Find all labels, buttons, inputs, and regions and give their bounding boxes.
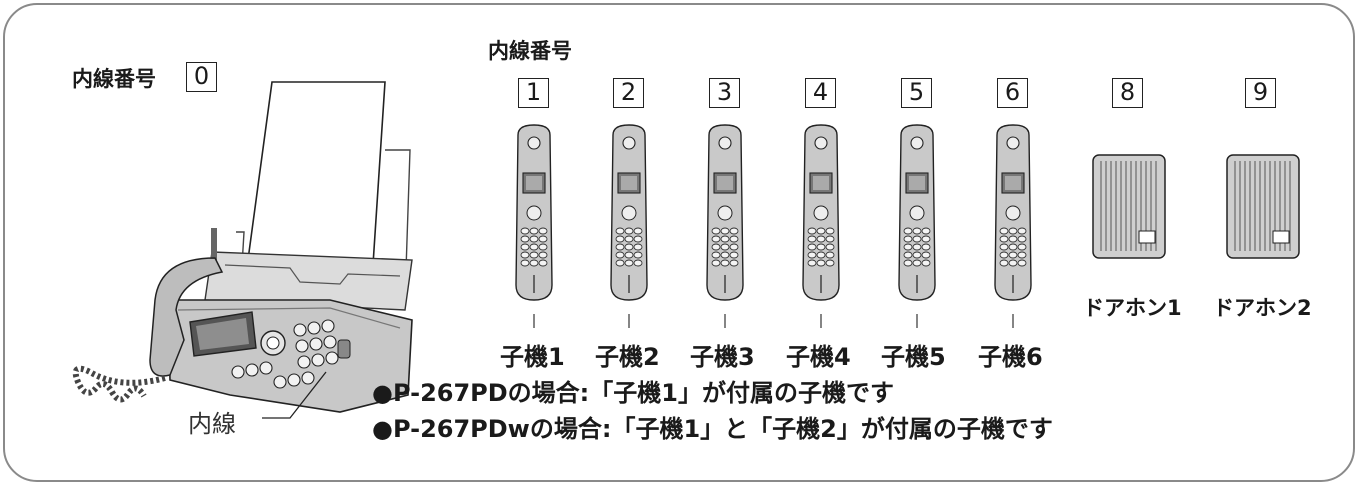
doorphone-label: ドアホン2 <box>1213 296 1312 320</box>
handset-number: 5 <box>901 78 932 108</box>
base-extension-label: 内線番号 <box>72 67 156 91</box>
handset-number: 4 <box>805 78 836 108</box>
handset-number: 3 <box>709 78 740 108</box>
handset-label: 子機6 <box>978 343 1043 371</box>
doorphone-number: 9 <box>1245 78 1276 108</box>
note-line: ●P-267PDの場合:「子機1」が付属の子機です <box>372 379 894 407</box>
extension-header: 内線番号 <box>488 39 572 63</box>
base-extension-number: 0 <box>186 62 217 92</box>
handset-number: 1 <box>518 78 549 108</box>
handset-number: 6 <box>997 78 1028 108</box>
handset-label: 子機3 <box>690 343 755 371</box>
handset-label: 子機5 <box>881 343 946 371</box>
base-button-label: 内線 <box>188 410 236 438</box>
doorphone-label: ドアホン1 <box>1083 296 1182 320</box>
handset-label: 子機4 <box>786 343 851 371</box>
handset-number: 2 <box>613 78 644 108</box>
doorphone-number: 8 <box>1112 78 1143 108</box>
note-line: ●P-267PDwの場合:「子機1」と「子機2」が付属の子機です <box>372 415 1053 443</box>
handset-label: 子機2 <box>595 343 660 371</box>
handset-label: 子機1 <box>500 343 565 371</box>
